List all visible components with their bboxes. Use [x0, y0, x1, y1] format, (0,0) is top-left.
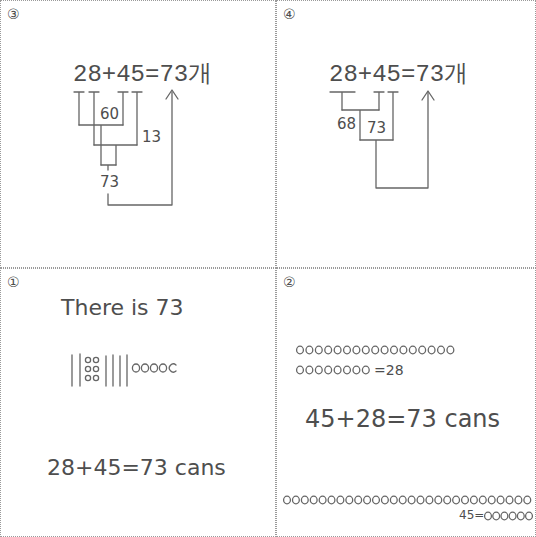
- can-circle: [509, 512, 516, 520]
- can-circle: [390, 496, 397, 504]
- partial-sum: 68: [337, 115, 356, 133]
- worksheet-panel: ③ 28+45=73개 60 13 73: [0, 0, 276, 268]
- addition-equation: 28+45=73개: [73, 61, 212, 90]
- can-circle: [400, 346, 407, 354]
- can-circle: [506, 496, 513, 504]
- can-circle: [488, 496, 495, 504]
- addition-equation: 28+45=73개: [329, 61, 468, 90]
- can-circle: [462, 496, 469, 504]
- addition-equation: 45+28=73 cans: [305, 405, 500, 434]
- can-circle: [344, 346, 351, 354]
- partial-sum: 13: [142, 128, 161, 146]
- can-circle: [409, 346, 416, 354]
- can-circle: [315, 346, 322, 354]
- answer-note: There is 73: [61, 295, 184, 321]
- can-circle: [417, 496, 424, 504]
- can-circle: [453, 496, 460, 504]
- worksheet-panel: ② =28 45+28=73 cans 45=: [276, 268, 536, 537]
- partial-sum: 60: [100, 105, 119, 123]
- can-circle: [346, 496, 353, 504]
- can-circle: [479, 496, 486, 504]
- can-circle: [419, 346, 426, 354]
- can-circle: [297, 366, 304, 374]
- can-circle: [325, 366, 332, 374]
- addition-equation: 28+45=73 cans: [47, 455, 226, 481]
- worksheet-panel: ④ 28+45=73개 68 73: [276, 0, 536, 268]
- can-circle: [319, 496, 326, 504]
- can-circle: [353, 346, 360, 354]
- can-circle: [524, 496, 531, 504]
- can-circle: [353, 366, 360, 374]
- can-circle: [428, 346, 435, 354]
- can-circle: [471, 496, 478, 504]
- can-circle: [373, 496, 380, 504]
- can-circle: [310, 496, 317, 504]
- can-circle: [284, 496, 291, 504]
- total-sum: 73: [367, 119, 386, 137]
- can-circle: [372, 346, 379, 354]
- panel-number: ②: [283, 274, 296, 291]
- can-circle: [382, 496, 389, 504]
- can-circle: [334, 346, 341, 354]
- count-label: 45=: [459, 508, 484, 522]
- can-circle: [381, 346, 388, 354]
- panel-number: ③: [7, 6, 20, 23]
- can-circle: [364, 496, 371, 504]
- can-circle: [355, 496, 362, 504]
- worksheet-panel: ① There is 73 28+45=73 cans: [0, 268, 276, 537]
- can-circle: [493, 512, 500, 520]
- can-circle: [497, 496, 504, 504]
- tally-drawing: [72, 354, 176, 386]
- can-circle: [435, 496, 442, 504]
- can-circle: [325, 346, 332, 354]
- can-circle: [426, 496, 433, 504]
- can-circle: [408, 496, 415, 504]
- can-circle: [515, 496, 522, 504]
- can-circle: [306, 346, 313, 354]
- can-circle: [293, 496, 300, 504]
- can-circle: [344, 366, 351, 374]
- can-circle: [315, 366, 322, 374]
- can-circle: [337, 496, 344, 504]
- can-circle: [362, 366, 369, 374]
- can-circles: [284, 346, 533, 520]
- panel-number: ④: [283, 6, 296, 23]
- can-circle: [362, 346, 369, 354]
- can-circle: [301, 496, 308, 504]
- can-circle: [444, 496, 451, 504]
- can-circle: [485, 512, 492, 520]
- can-circle: [391, 346, 398, 354]
- can-circle: [328, 496, 335, 504]
- total-sum: 73: [100, 173, 119, 191]
- addition-tree: [74, 90, 178, 205]
- can-circle: [517, 512, 524, 520]
- can-circle: [399, 496, 406, 504]
- can-circle: [501, 512, 508, 520]
- addition-tree: [330, 91, 434, 188]
- can-circle: [297, 346, 304, 354]
- can-circle: [447, 346, 454, 354]
- panel-number: ①: [7, 274, 20, 291]
- can-circle: [438, 346, 445, 354]
- can-circle: [526, 512, 533, 520]
- can-circle: [334, 366, 341, 374]
- count-label: =28: [374, 362, 404, 379]
- can-circle: [306, 366, 313, 374]
